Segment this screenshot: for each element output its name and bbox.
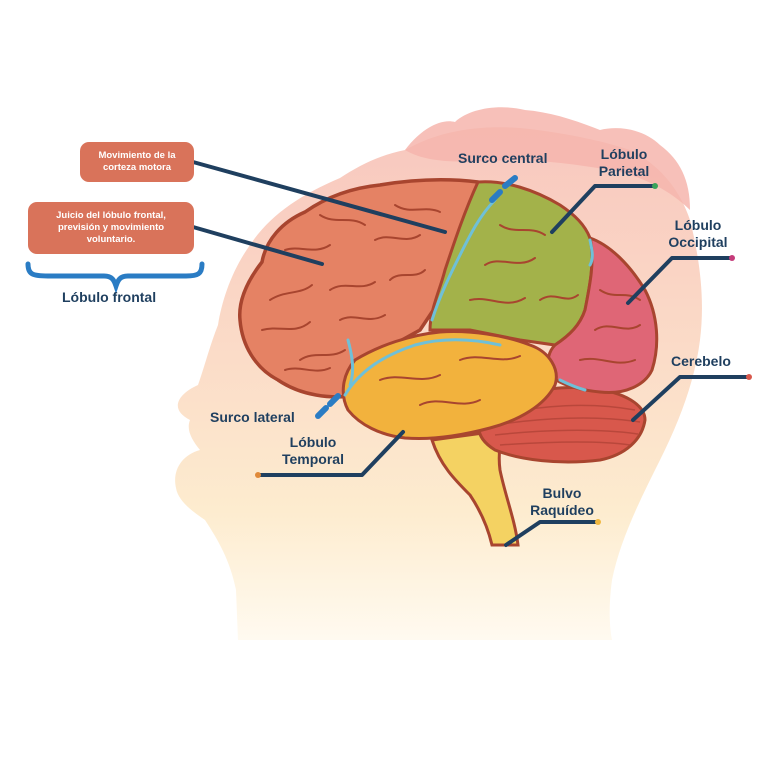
brainstem xyxy=(430,428,520,547)
sulci xyxy=(343,198,594,397)
label-lobulo-frontal: Lóbulo frontal xyxy=(62,289,157,305)
lateral-sulcus-line xyxy=(343,338,502,397)
label-surco-central: Surco central xyxy=(458,150,548,166)
leader-parietal xyxy=(550,184,657,234)
leader-cerebelo xyxy=(631,375,751,422)
label-lobulo-temporal: Lóbulo Temporal xyxy=(282,434,344,467)
frontal-function-box: Juicio del lóbulo frontal, previsión y m… xyxy=(28,202,194,254)
label-lobulo-occipital: Lóbulo Occipital xyxy=(668,217,728,250)
leader-end-dots xyxy=(255,183,752,525)
label-lobulo-parietal: Lóbulo Parietal xyxy=(598,146,650,179)
sulcus-markers xyxy=(315,175,518,419)
leader-lines xyxy=(191,160,751,547)
gyri-detail xyxy=(261,204,641,406)
hair xyxy=(405,107,690,210)
leader-frontal xyxy=(191,225,324,266)
frontal-brace xyxy=(25,261,205,294)
label-bulvo-raquideo: Bulvo Raquídeo xyxy=(530,485,594,518)
leader-bulbo xyxy=(504,520,600,547)
leader-occipital xyxy=(626,256,734,305)
label-cerebelo: Cerebelo xyxy=(671,353,731,369)
label-surco-lateral: Surco lateral xyxy=(210,409,295,425)
leader-temporal xyxy=(256,430,405,477)
central-sulcus-line xyxy=(430,198,497,322)
motor-cortex-box: Movimiento de la corteza motora xyxy=(80,142,194,182)
leader-motor xyxy=(191,160,447,234)
